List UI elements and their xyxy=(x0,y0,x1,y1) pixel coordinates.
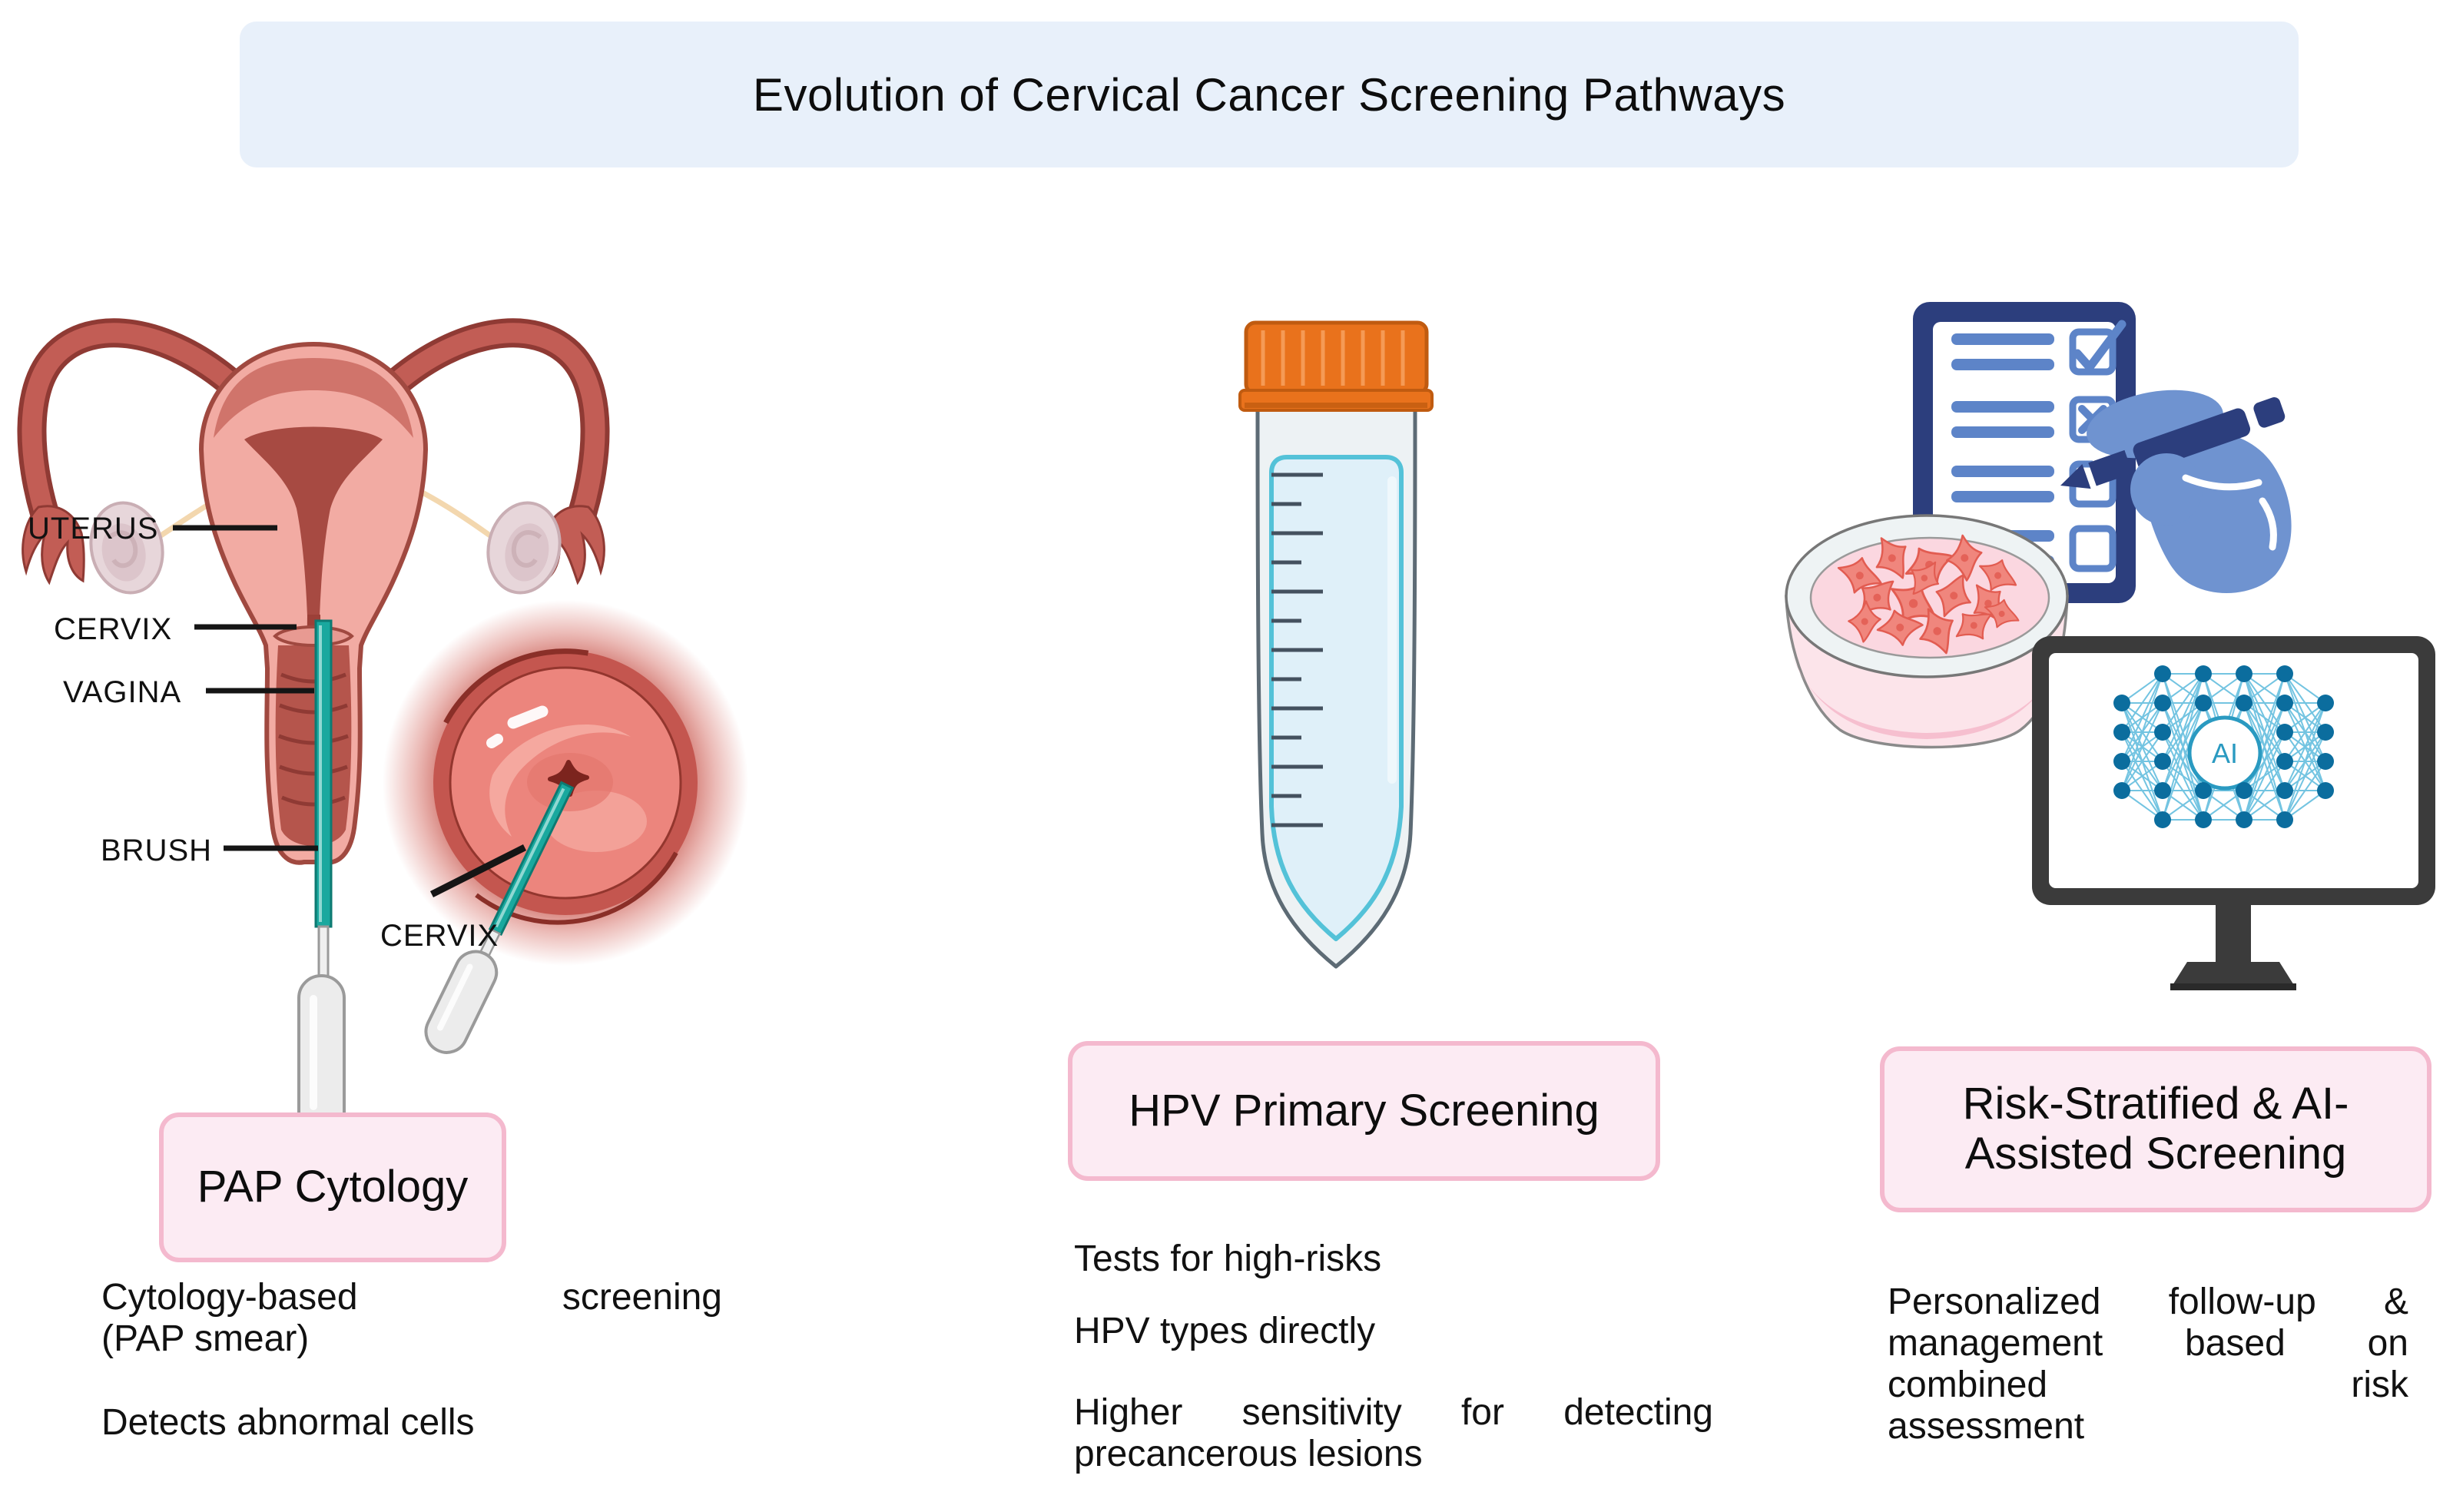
hpv-line1: Tests for high-risks xyxy=(1074,1238,1382,1279)
hpv-screening-box-label: HPV Primary Screening xyxy=(1129,1085,1599,1136)
neural-net-nodes xyxy=(2113,665,2334,828)
fallopian-tube-left xyxy=(17,318,245,584)
hpv-line4: precancerous lesions xyxy=(1074,1434,1423,1474)
risk-word: combined xyxy=(1888,1364,2048,1405)
thumb xyxy=(2130,453,2203,526)
risk-ai-box: Risk-Stratified & AI- Assisted Screening xyxy=(1880,1046,2431,1212)
risk-ai-box-label-line1: Risk-Stratified & AI- xyxy=(1962,1079,2349,1129)
check-mark-icon xyxy=(2073,320,2126,372)
checkbox-empty xyxy=(2069,525,2117,572)
page-title: Evolution of Cervical Cancer Screening P… xyxy=(752,68,1786,121)
fallopian-tube-right xyxy=(382,318,610,584)
risk-para-line1: Personalized follow-up & xyxy=(1888,1282,2408,1323)
pap-desc-line2: (PAP smear) xyxy=(101,1318,310,1359)
hpv-screening-box: HPV Primary Screening xyxy=(1068,1041,1660,1181)
ai-label: AI xyxy=(2212,738,2238,769)
ai-circle xyxy=(2187,715,2262,791)
label-cervix: CERVIX xyxy=(54,612,173,646)
hpv-line3-word: sensitivity xyxy=(1241,1392,1402,1433)
petri-dish-icon xyxy=(1785,514,2069,749)
cervix-closeup-view xyxy=(383,600,748,1054)
hpv-line3-word: for xyxy=(1460,1392,1504,1433)
pap-cytology-box: PAP Cytology xyxy=(159,1112,506,1262)
risk-word: management xyxy=(1888,1323,2103,1364)
uterus-anatomy-illustration xyxy=(17,318,748,1140)
pap-desc-line1: Cytology-based screening xyxy=(101,1277,722,1318)
risk-para-line2: management based on xyxy=(1888,1323,2408,1364)
risk-word: risk xyxy=(2351,1364,2408,1405)
hpv-line3: Higher sensitivity for detecting xyxy=(1074,1392,1713,1434)
closeup-brush xyxy=(424,781,575,1054)
pap-desc-word: Cytology-based xyxy=(101,1277,358,1318)
uterus-body xyxy=(198,341,429,865)
risk-word: Personalized xyxy=(1888,1282,2101,1322)
pap-desc-word: screening xyxy=(562,1277,722,1318)
pap-cytology-box-label: PAP Cytology xyxy=(197,1162,469,1212)
pap-desc-line3: Detects abnormal cells xyxy=(101,1402,475,1443)
risk-ai-box-label: Risk-Stratified & AI- Assisted Screening xyxy=(1963,1079,2349,1179)
label-uterus: UTERUS xyxy=(28,512,159,545)
risk-word: based xyxy=(2185,1323,2286,1364)
cervix-shape xyxy=(273,625,354,647)
title-banner: Evolution of Cervical Cancer Screening P… xyxy=(240,22,2299,167)
risk-para-line4: assessment xyxy=(1888,1406,2085,1447)
label-leader-lines xyxy=(173,525,527,898)
hpv-line3-word: detecting xyxy=(1563,1392,1713,1433)
hpv-line3-word: Higher xyxy=(1074,1392,1183,1433)
risk-word: & xyxy=(2383,1282,2408,1322)
hpv-line2: HPV types directly xyxy=(1074,1311,1376,1351)
ovary-right xyxy=(486,501,562,595)
vaginal-rugae xyxy=(278,672,349,807)
tube-cap xyxy=(1238,320,1434,412)
risk-word: on xyxy=(2367,1323,2408,1364)
ovary-left xyxy=(89,501,164,595)
checkbox-checked xyxy=(2069,328,2117,376)
ai-monitor-icon: AI xyxy=(2032,636,2435,990)
risk-word: follow-up xyxy=(2168,1282,2316,1322)
risk-ai-box-label-line2: Assisted Screening xyxy=(1964,1129,2347,1179)
label-brush: BRUSH xyxy=(101,834,213,867)
hand-with-pen-icon xyxy=(2060,390,2292,594)
risk-para-line3: combined risk xyxy=(1888,1364,2408,1406)
risk-ai-illustration: AI xyxy=(1785,302,2435,990)
tube-liquid xyxy=(1269,455,1404,941)
sample-tube-illustration xyxy=(1238,320,1434,969)
label-cervix-closeup: CERVIX xyxy=(380,919,499,953)
label-vagina: VAGINA xyxy=(63,675,182,709)
tube-graduations xyxy=(1271,472,1323,827)
